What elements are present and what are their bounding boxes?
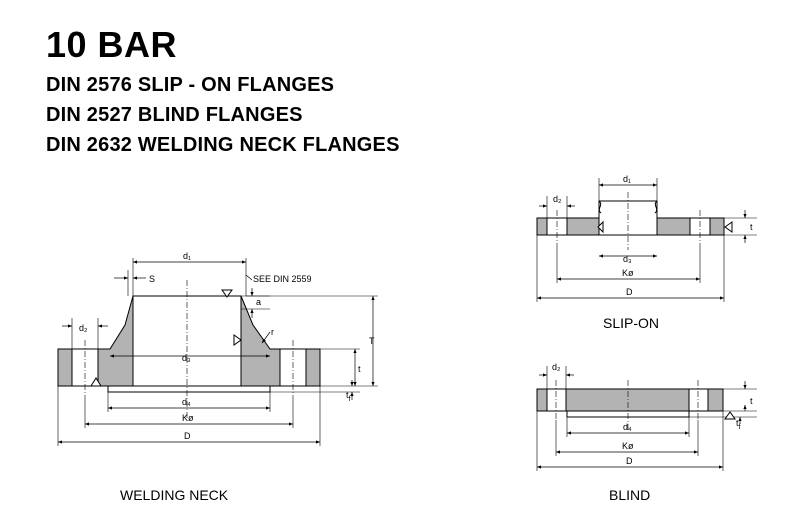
label-r: r — [271, 327, 274, 337]
blind-drawing: d₂ t tf d₄ Kø D BLIND — [536, 362, 757, 503]
caption-slip-on: SLIP-ON — [603, 315, 659, 331]
label-k: Kø — [182, 413, 194, 423]
blind-label-tf: tf — [736, 418, 741, 431]
label-tf: tf — [346, 390, 351, 403]
blind-bolt-hole-right — [688, 388, 709, 412]
blind-label-d2: d₂ — [552, 362, 561, 372]
label-D: D — [184, 431, 191, 441]
slip-on-label-d3: d₃ — [623, 254, 632, 264]
label-d3: d₃ — [182, 353, 191, 363]
slip-on-label-k: Kø — [622, 268, 634, 278]
label-d1: d₁ — [183, 251, 191, 261]
page-title: 10 BAR — [46, 24, 178, 65]
welding-neck-raised-face — [107, 386, 271, 393]
slip-on-drawing: d₁ d₂ t d₃ Kø D SLIP-ON — [536, 174, 757, 331]
subtitle-slip-on: DIN 2576 SLIP - ON FLANGES — [46, 74, 335, 96]
slip-on-section-left — [536, 217, 600, 236]
blind-label-k: Kø — [622, 441, 634, 451]
blind-label-d4: d₄ — [623, 422, 632, 432]
slip-on-label-D: D — [626, 287, 633, 297]
slip-on-label-t: t — [750, 222, 753, 232]
blind-label-D: D — [626, 456, 633, 466]
weld-symbol-side — [233, 334, 242, 346]
label-d2: d₂ — [79, 323, 88, 333]
label-s: S — [149, 274, 155, 284]
label-t: t — [358, 364, 361, 374]
subtitle-blind: DIN 2527 BLIND FLANGES — [46, 104, 303, 126]
weld-symbol-top — [221, 289, 233, 298]
caption-welding-neck: WELDING NECK — [120, 487, 229, 503]
blind-label-t: t — [750, 396, 753, 406]
blind-plate — [536, 388, 724, 412]
label-see-din: SEE DIN 2559 — [253, 274, 312, 284]
slip-on-label-d2: d₂ — [553, 194, 562, 204]
subtitle-welding-neck: DIN 2632 WELDING NECK FLANGES — [46, 134, 400, 156]
blind-bolt-hole-left — [546, 388, 567, 412]
weld-symbol-bottom — [90, 377, 102, 387]
slip-on-weld-symbol — [597, 220, 604, 234]
label-T: T — [369, 336, 375, 346]
welding-neck-drawing: d₁ S SEE DIN 2559 a r d₂ d₃ T — [57, 251, 378, 503]
slip-on-label-d1: d₁ — [623, 174, 631, 184]
label-d4: d₄ — [182, 397, 191, 407]
caption-blind: BLIND — [609, 487, 650, 503]
label-a: a — [256, 297, 261, 307]
